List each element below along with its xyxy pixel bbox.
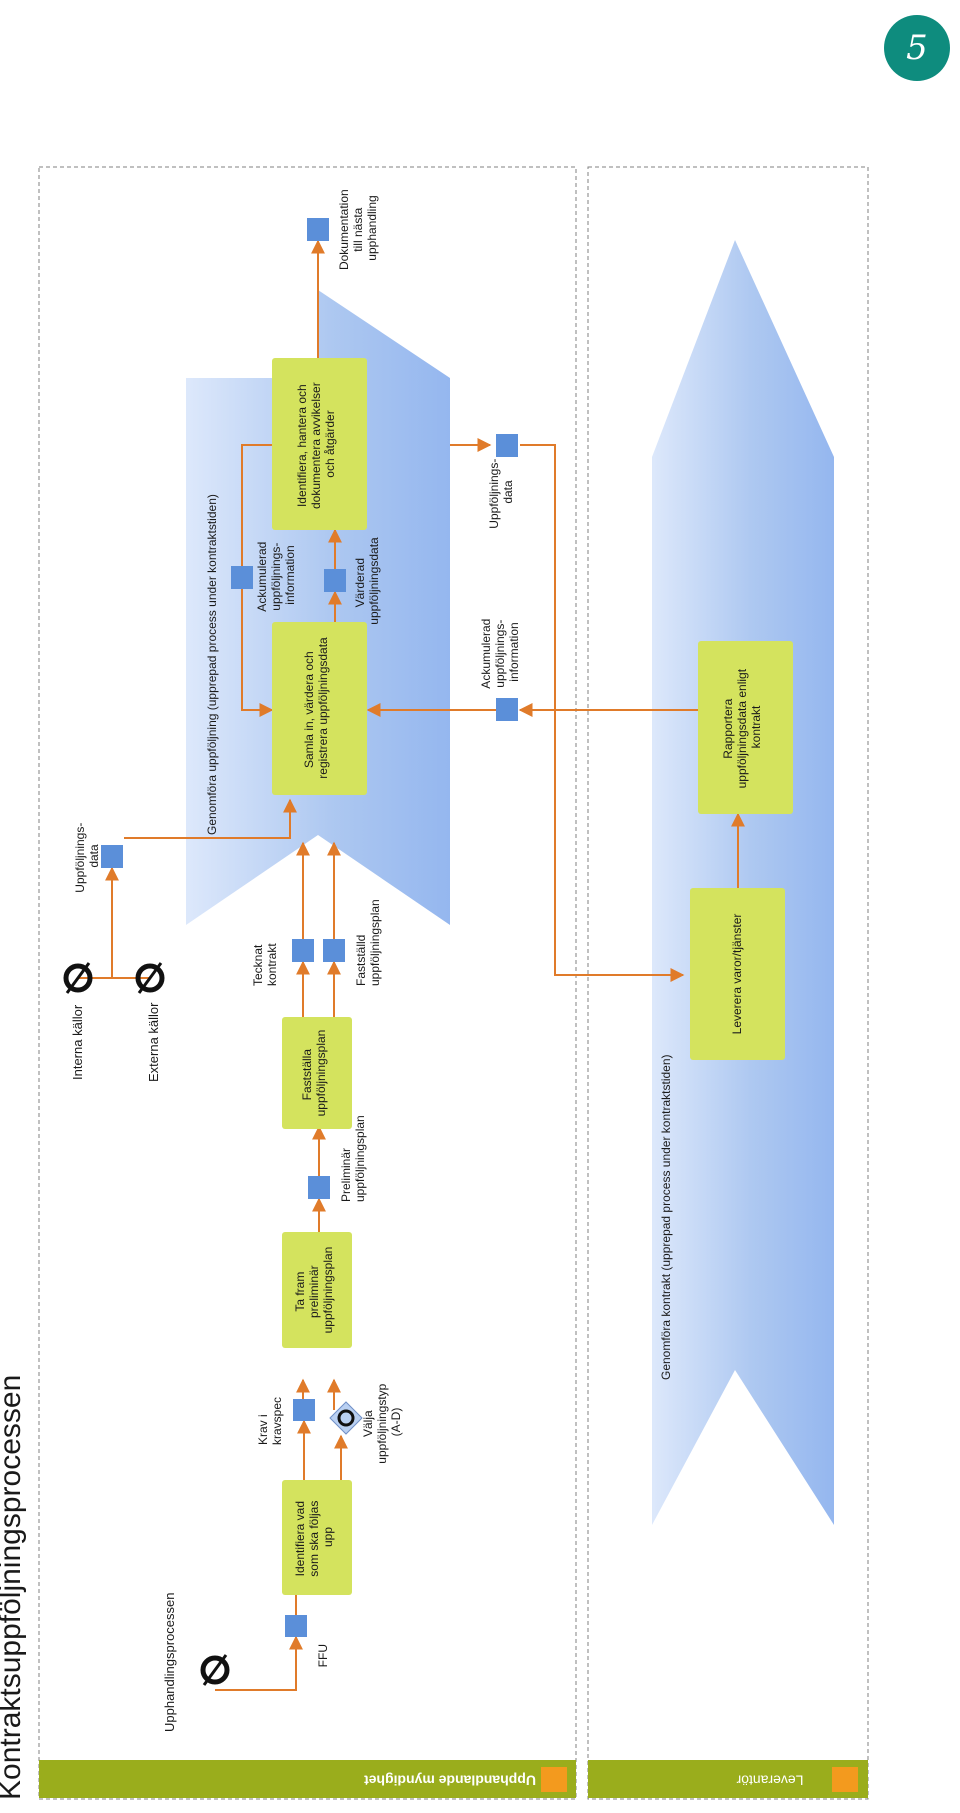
info-krav-label: Krav i kravspec	[256, 1397, 284, 1445]
info-uppfdata-1	[101, 845, 123, 868]
info-faststalld	[323, 939, 345, 962]
buyer-lane	[38, 166, 577, 1800]
function-deliver-label: Leverera varor/tjänster	[730, 914, 744, 1035]
followup-phase-label: Genomföra uppföljning (upprepad process …	[205, 494, 219, 835]
info-ffu-label: FFU	[316, 1644, 330, 1667]
function-collect-label: Samla in, värdera och registrera uppfölj…	[302, 637, 330, 779]
xor-icon	[337, 1409, 355, 1427]
supplier-lane-marker	[832, 1767, 858, 1792]
decision-label: Välja uppföljningstyp (A-D)	[361, 1380, 403, 1463]
info-faststalld-label: Fastställd uppföljningsplan	[354, 899, 382, 986]
event-external	[135, 962, 165, 994]
function-establish	[282, 1017, 352, 1129]
event-procurement	[200, 1654, 230, 1686]
info-tecknat	[292, 939, 314, 962]
info-dokumentation	[307, 218, 329, 241]
event-internal	[63, 962, 93, 994]
supplier-lane-label: Leverantör	[736, 1772, 803, 1788]
function-draft	[282, 1232, 352, 1348]
info-tecknat-label: Tecknat kontrakt	[251, 941, 279, 986]
function-deliver	[690, 888, 785, 1060]
info-uppfdata-2	[496, 434, 518, 457]
info-prelplan-label: Preliminär uppföljningsplan	[339, 1115, 367, 1202]
buyer-lane-header	[39, 1760, 576, 1798]
function-deviations	[272, 358, 367, 530]
event-icon	[63, 963, 93, 993]
event-internal-label: Interna källor	[70, 1004, 85, 1080]
function-report	[698, 641, 793, 814]
info-krav	[293, 1399, 315, 1421]
event-procurement-label: Upphandlingsprocessen	[162, 1593, 177, 1732]
contract-phase-label: Genomföra kontrakt (upprepad process und…	[659, 1054, 673, 1380]
decision-connector	[329, 1401, 363, 1435]
function-collect	[272, 622, 367, 795]
info-ack-1	[231, 566, 253, 589]
flow-connections	[78, 239, 745, 1691]
function-establish-label: Fastställa uppföljningsplan	[300, 1030, 328, 1117]
info-uppfdata-2-label: Uppföljnings- data	[487, 455, 515, 528]
info-ack-2	[496, 698, 518, 721]
info-ack-1-label: Ackumulerad uppföljnings- information	[255, 538, 297, 611]
info-varderad	[324, 569, 346, 592]
supplier-lane	[587, 166, 869, 1800]
function-identify-label: Identifiera vad som ska följas upp	[293, 1497, 335, 1576]
page-title: Kontraktsuppföljningsprocessen	[0, 1375, 27, 1800]
info-varderad-label: Värderad uppföljningsdata	[353, 537, 381, 625]
followup-phase-shape	[186, 290, 450, 925]
info-uppfdata-1-label: Uppföljnings- data	[73, 819, 101, 892]
function-identify	[282, 1480, 352, 1595]
supplier-lane-header	[588, 1760, 868, 1798]
info-prelplan	[308, 1176, 330, 1199]
event-external-label: Externa källor	[146, 1002, 161, 1082]
page-number-badge: 5	[884, 15, 950, 81]
function-report-label: Rapportera uppföljningsdata enligt kontr…	[721, 666, 763, 789]
buyer-lane-label: Upphandlande myndighet	[364, 1772, 536, 1788]
info-ack-2-label: Ackumulerad uppföljnings- information	[479, 615, 521, 688]
info-dokumentation-label: Dokumentation till nästa upphandling	[337, 186, 379, 270]
buyer-lane-marker	[541, 1767, 567, 1792]
function-draft-label: Ta fram preliminär uppföljningsplan	[293, 1247, 335, 1334]
info-ffu	[285, 1615, 307, 1637]
event-icon	[200, 1655, 230, 1685]
function-deviations-label: Identifiera, hantera och dokumentera avv…	[295, 379, 337, 509]
contract-phase-shape	[652, 240, 834, 1525]
event-icon	[135, 963, 165, 993]
